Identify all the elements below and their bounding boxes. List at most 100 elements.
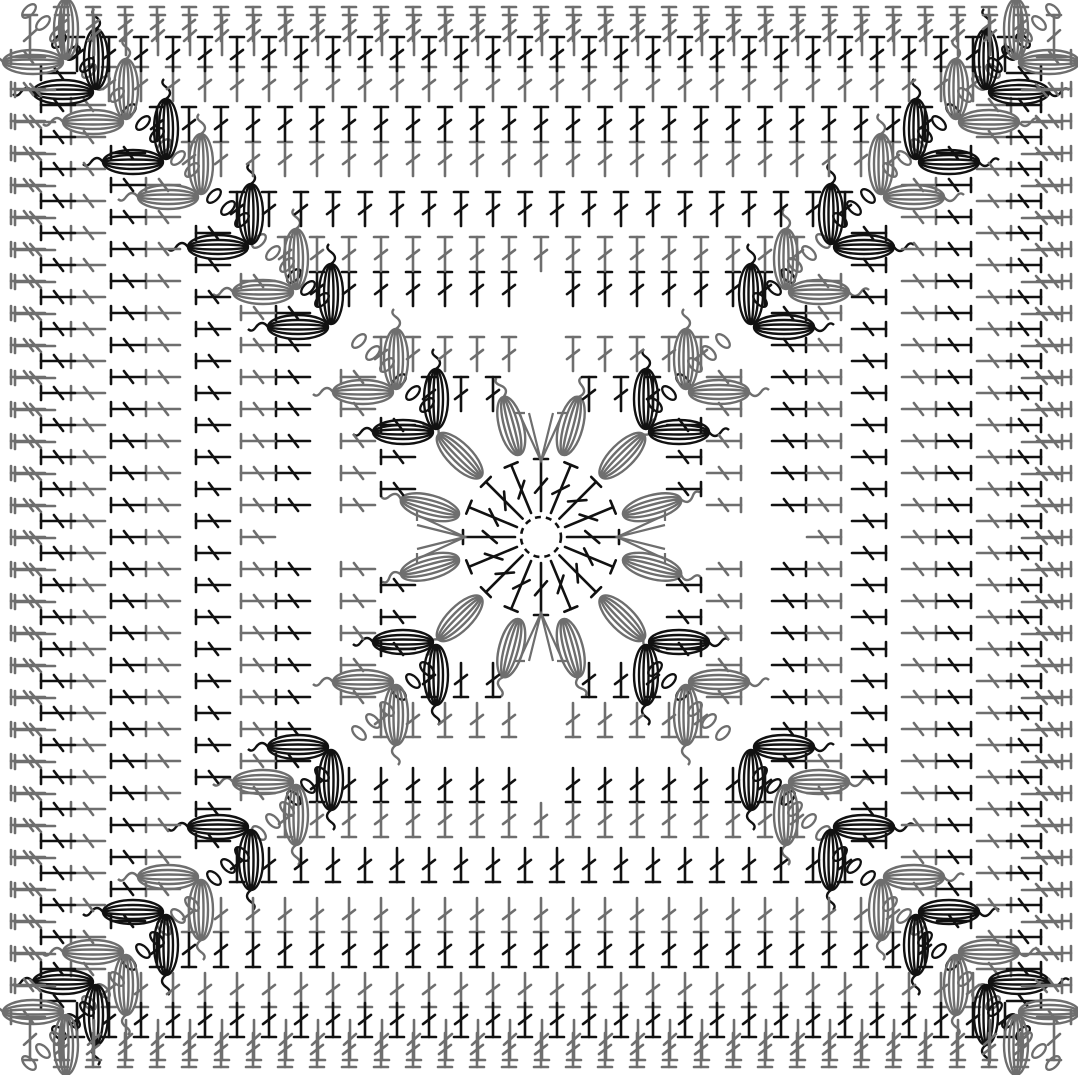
row-double-crochet — [276, 722, 310, 736]
border-double-crochet — [1022, 211, 1062, 225]
border-double-crochet — [15, 371, 55, 385]
row-double-crochet — [806, 848, 820, 882]
bobble-stitch-symbol — [1019, 50, 1078, 74]
row-double-crochet — [614, 848, 628, 882]
chain-symbol — [134, 114, 152, 132]
row-double-crochet — [937, 818, 971, 832]
row-double-crochet — [598, 803, 612, 837]
bobble-stitch-symbol — [416, 589, 490, 663]
row-double-crochet — [241, 594, 275, 608]
row-double-crochet — [937, 786, 971, 800]
bobble-stitch-symbol — [284, 209, 308, 289]
row-double-crochet — [214, 107, 228, 141]
row-double-crochet — [241, 306, 275, 320]
row-double-crochet — [246, 933, 260, 967]
row-double-crochet — [598, 703, 612, 737]
row-double-crochet — [667, 450, 701, 464]
row-double-crochet — [294, 848, 308, 882]
row-double-crochet — [326, 848, 340, 882]
border-double-crochet — [1022, 499, 1062, 513]
row-double-crochet — [196, 546, 230, 560]
row-double-crochet — [902, 562, 936, 576]
row-double-crochet — [937, 658, 971, 672]
row-double-crochet — [241, 466, 275, 480]
row-double-crochet — [341, 466, 375, 480]
border-double-crochet — [1022, 147, 1062, 161]
border-double-crochet — [15, 883, 55, 897]
border-double-crochet — [15, 275, 55, 289]
row-double-crochet — [630, 933, 644, 967]
row-double-crochet — [694, 803, 708, 837]
row-double-crochet — [502, 107, 516, 141]
row-double-crochet — [342, 933, 356, 967]
row-double-crochet — [902, 850, 936, 864]
row-double-crochet — [566, 142, 580, 176]
row-double-crochet — [406, 107, 420, 141]
row-double-crochet — [937, 850, 971, 864]
row-double-crochet — [276, 434, 310, 448]
square-round-3 — [313, 309, 769, 765]
border-double-crochet — [15, 915, 55, 929]
center-group — [379, 375, 704, 700]
row-double-crochet — [566, 933, 580, 967]
row-double-crochet — [196, 770, 230, 784]
row-double-crochet — [807, 530, 841, 544]
row-double-crochet — [902, 722, 936, 736]
row-double-crochet — [902, 306, 936, 320]
row-double-crochet — [822, 107, 836, 141]
chain-symbol — [404, 384, 422, 402]
row-double-crochet — [598, 898, 612, 932]
border-double-crochet — [1022, 883, 1062, 897]
row-double-crochet — [502, 803, 516, 837]
row-double-crochet — [662, 142, 676, 176]
row-double-crochet — [614, 192, 628, 226]
row-double-crochet — [852, 674, 886, 688]
row-double-crochet — [662, 237, 676, 271]
border-double-crochet — [1022, 403, 1062, 417]
row-double-crochet — [902, 338, 936, 352]
row-double-crochet — [726, 272, 740, 306]
row-double-crochet — [276, 658, 310, 672]
row-double-crochet — [381, 610, 415, 624]
row-double-crochet — [246, 898, 260, 932]
row-double-crochet — [111, 338, 145, 352]
row-double-crochet — [822, 933, 836, 967]
row-double-crochet — [276, 338, 310, 352]
bobble-stitch-symbol — [593, 412, 667, 486]
row-double-crochet — [502, 933, 516, 967]
row-double-crochet — [406, 272, 420, 306]
row-double-crochet — [146, 594, 180, 608]
row-double-crochet — [111, 498, 145, 512]
row-double-crochet — [111, 690, 145, 704]
row-double-crochet — [852, 418, 886, 432]
row-double-crochet — [276, 594, 310, 608]
row-double-crochet — [807, 306, 841, 320]
row-double-crochet — [630, 803, 644, 837]
row-double-crochet — [196, 706, 230, 720]
row-double-crochet — [694, 237, 708, 271]
row-double-crochet — [214, 898, 228, 932]
border-double-crochet — [1022, 115, 1062, 129]
row-double-crochet — [937, 690, 971, 704]
row-double-crochet — [772, 434, 806, 448]
row-double-crochet — [438, 803, 452, 837]
row-double-crochet — [486, 192, 500, 226]
row-double-crochet — [310, 803, 324, 837]
border-double-crochet — [15, 947, 55, 961]
row-double-crochet — [758, 237, 772, 271]
row-double-crochet — [214, 142, 228, 176]
row-double-crochet — [146, 466, 180, 480]
row-double-crochet — [146, 274, 180, 288]
row-double-crochet — [726, 768, 740, 802]
row-double-crochet — [902, 786, 936, 800]
row-double-crochet — [470, 898, 484, 932]
row-double-crochet — [598, 107, 612, 141]
bobble-stitch-symbol — [313, 380, 393, 404]
row-double-crochet — [196, 642, 230, 656]
row-double-crochet — [630, 237, 644, 271]
row-double-crochet — [341, 562, 375, 576]
row-double-crochet — [310, 898, 324, 932]
row-double-crochet — [726, 142, 740, 176]
border-double-crochet — [15, 819, 55, 833]
row-double-crochet — [807, 754, 841, 768]
